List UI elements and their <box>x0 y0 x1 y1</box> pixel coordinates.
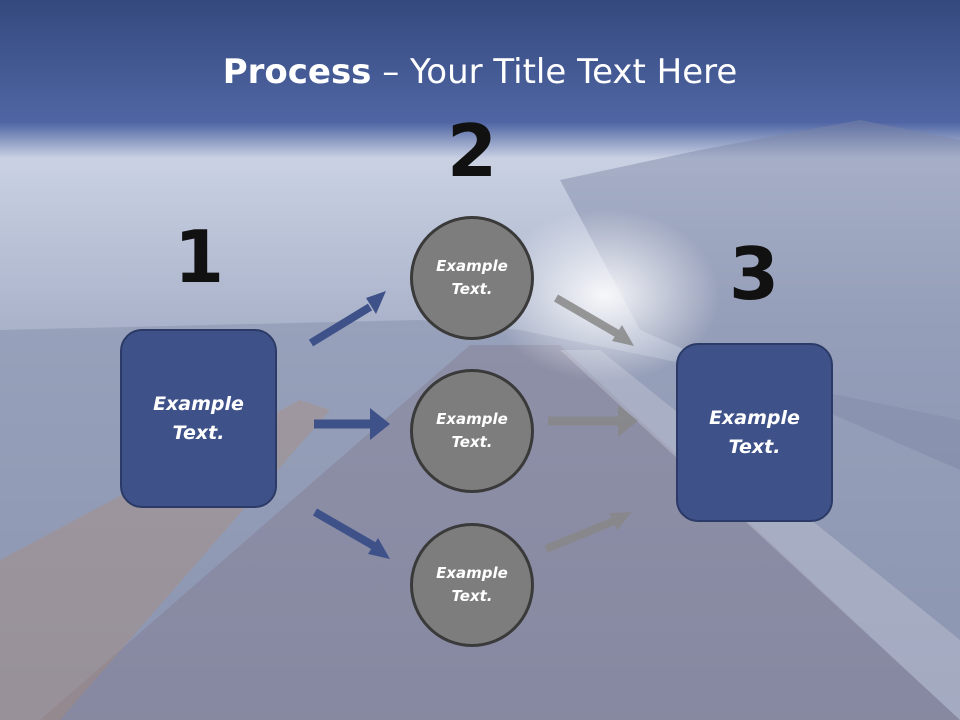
slide-title: Process – Your Title Text Here <box>0 52 960 92</box>
step2-circle-middle: Example Text. <box>410 369 534 493</box>
step2-circle-middle-text: Example Text. <box>436 410 508 451</box>
arrow-step1-to-middle <box>314 408 390 440</box>
step1-text: Example Text. <box>153 392 244 444</box>
arrow-step1-to-top <box>308 291 386 347</box>
title-bold: Process <box>222 52 372 92</box>
step2-circle-bottom-text: Example Text. <box>436 564 508 605</box>
step-number-2: 2 <box>446 109 498 193</box>
step1-box: Example Text. <box>120 329 277 508</box>
title-rest: – Your Title Text Here <box>371 52 738 92</box>
arrow-middle-to-step3 <box>548 405 638 437</box>
step3-box: Example Text. <box>676 343 833 522</box>
step-number-3: 3 <box>728 232 780 316</box>
step-number-1: 1 <box>173 215 225 299</box>
arrow-top-to-step3 <box>553 294 634 346</box>
step2-circle-bottom: Example Text. <box>410 523 534 647</box>
step3-text: Example Text. <box>709 406 800 458</box>
step2-circle-top-text: Example Text. <box>436 257 508 298</box>
arrow-bottom-to-step3 <box>544 512 632 553</box>
arrow-step1-to-bottom <box>313 508 390 559</box>
step2-circle-top: Example Text. <box>410 216 534 340</box>
